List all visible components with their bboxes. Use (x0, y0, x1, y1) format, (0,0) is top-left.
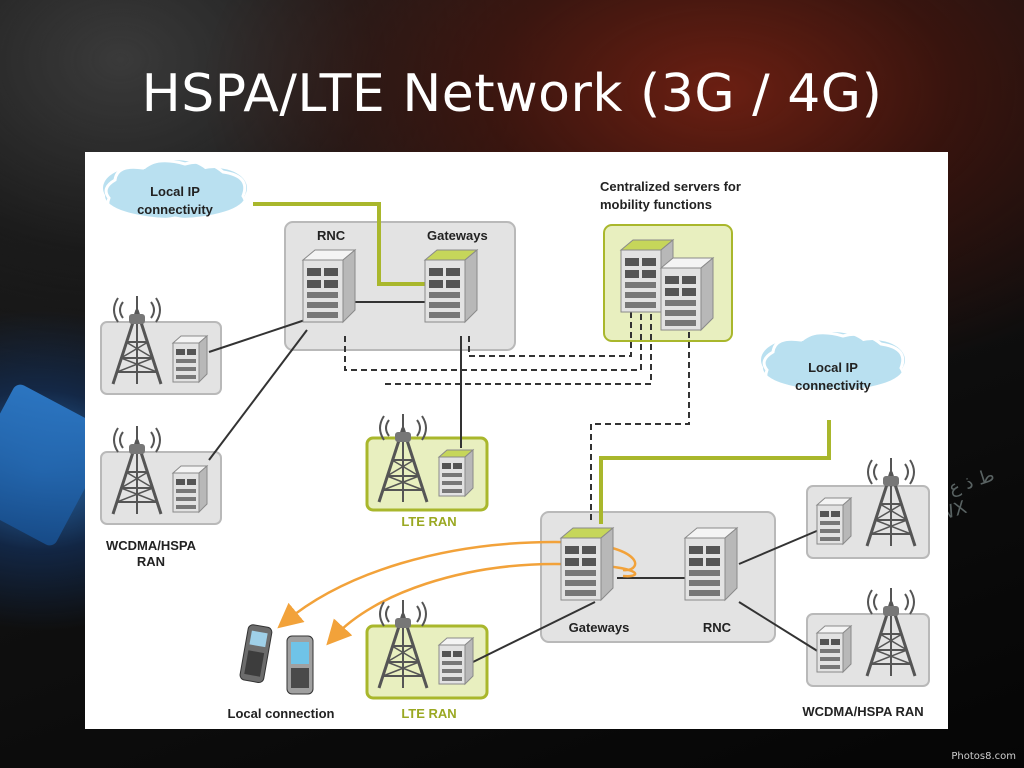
cloud-right-label-2: connectivity (795, 378, 872, 393)
link-rnc-ran-right-2 (738, 601, 820, 653)
mobile-phone-icon-2 (286, 635, 314, 695)
server-icon-rnc-top (302, 249, 356, 323)
green-link-top (253, 202, 437, 286)
gateways-bottom-label: Gateways (569, 620, 630, 635)
lte-ran-mid-label: LTE RAN (401, 514, 456, 529)
server-icon-gateway-bottom (560, 527, 614, 601)
server-icon-ran-right-1 (816, 497, 852, 545)
slide-title: HSPA/LTE Network (3G / 4G) (141, 64, 883, 124)
link-rnc-ran-right-1 (738, 529, 820, 565)
green-link-bottom (599, 420, 831, 524)
photo-credit: Photos8.com (951, 751, 1016, 762)
server-icon-lte-mid (438, 449, 474, 497)
rnc-bottom-label: RNC (703, 620, 732, 635)
cloud-top-left-label-1: Local IP (150, 184, 200, 199)
gateways-top-label: Gateways (427, 228, 488, 243)
link-gateway-lte-bottom (472, 601, 596, 663)
server-icon-ran-left-1 (172, 335, 208, 383)
server-icon-gateway-top (424, 249, 478, 323)
wcdma-left-label-2: RAN (137, 554, 165, 569)
servers-label-1: Centralized servers for (600, 179, 741, 194)
wcdma-right-label: WCDMA/HSPA RAN (802, 704, 923, 719)
network-diagram-svg: Local IP connectivity Local IP connectiv… (100, 158, 930, 721)
orange-arrows (277, 540, 637, 646)
servers-label-2: mobility functions (600, 197, 712, 212)
mobile-phone-icon-1 (239, 624, 273, 684)
server-icon-rnc-bottom (684, 527, 738, 601)
wcdma-left-label-1: WCDMA/HSPA (106, 538, 197, 553)
dashed-links (344, 312, 690, 522)
lte-ran-bottom-label: LTE RAN (401, 706, 456, 721)
cloud-top-left-label-2: connectivity (137, 202, 214, 217)
network-diagram: Local IP connectivity Local IP connectiv… (85, 152, 948, 729)
cloud-right-label-1: Local IP (808, 360, 858, 375)
server-icon-lte-bottom (438, 637, 474, 685)
link-rnc-ran-left-1 (208, 319, 306, 353)
server-icon-ran-right-2 (816, 625, 852, 673)
rnc-top-label: RNC (317, 228, 346, 243)
server-icon-ran-left-2 (172, 465, 208, 513)
local-connection-label: Local connection (228, 706, 335, 721)
server-icon-central-2 (660, 257, 714, 331)
link-rnc-ran-left-2 (208, 329, 308, 461)
